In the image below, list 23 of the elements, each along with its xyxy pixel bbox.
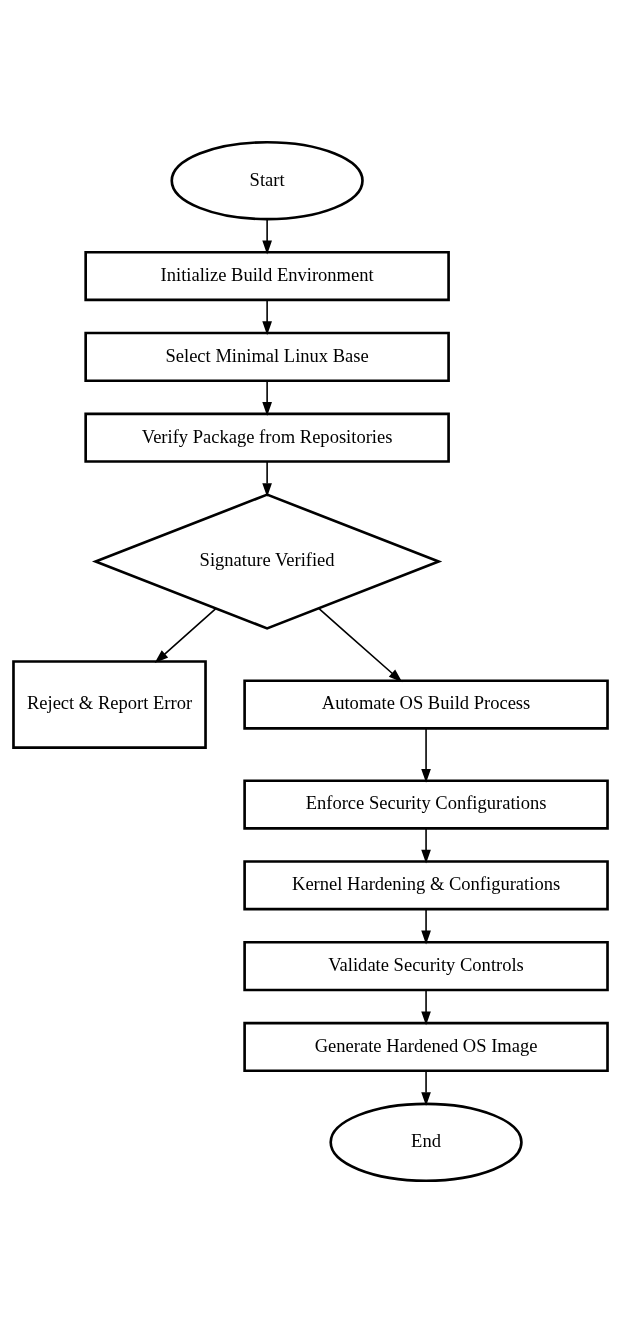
arrow (262, 461, 272, 497)
node-box: Kernel Hardening & Configurations (243, 860, 609, 911)
arrow (421, 1070, 431, 1106)
node-box: Verify Package from Repositories (84, 412, 450, 463)
node-box: Select Minimal Linux Base (84, 331, 450, 383)
arrow (421, 908, 431, 945)
arrow (421, 827, 431, 864)
arrow (317, 607, 403, 683)
arrow (154, 608, 217, 664)
node-diamond: Signature Verified (91, 493, 443, 630)
node-ellipse: End (329, 1102, 523, 1183)
arrow (262, 380, 272, 416)
node-box: Validate Security Controls (243, 940, 609, 992)
arrow (421, 727, 431, 783)
node-box: Initialize Build Environment (84, 250, 450, 302)
node-box: Automate OS Build Process (243, 679, 609, 730)
arrow (421, 989, 431, 1026)
node-ellipse: Start (170, 140, 364, 221)
arrow (262, 218, 272, 255)
node-box: Generate Hardened OS Image (243, 1021, 609, 1073)
node-box: Enforce Security Configurations (243, 779, 609, 830)
node-box: Reject & Report Error (12, 660, 207, 749)
arrow (262, 299, 272, 336)
